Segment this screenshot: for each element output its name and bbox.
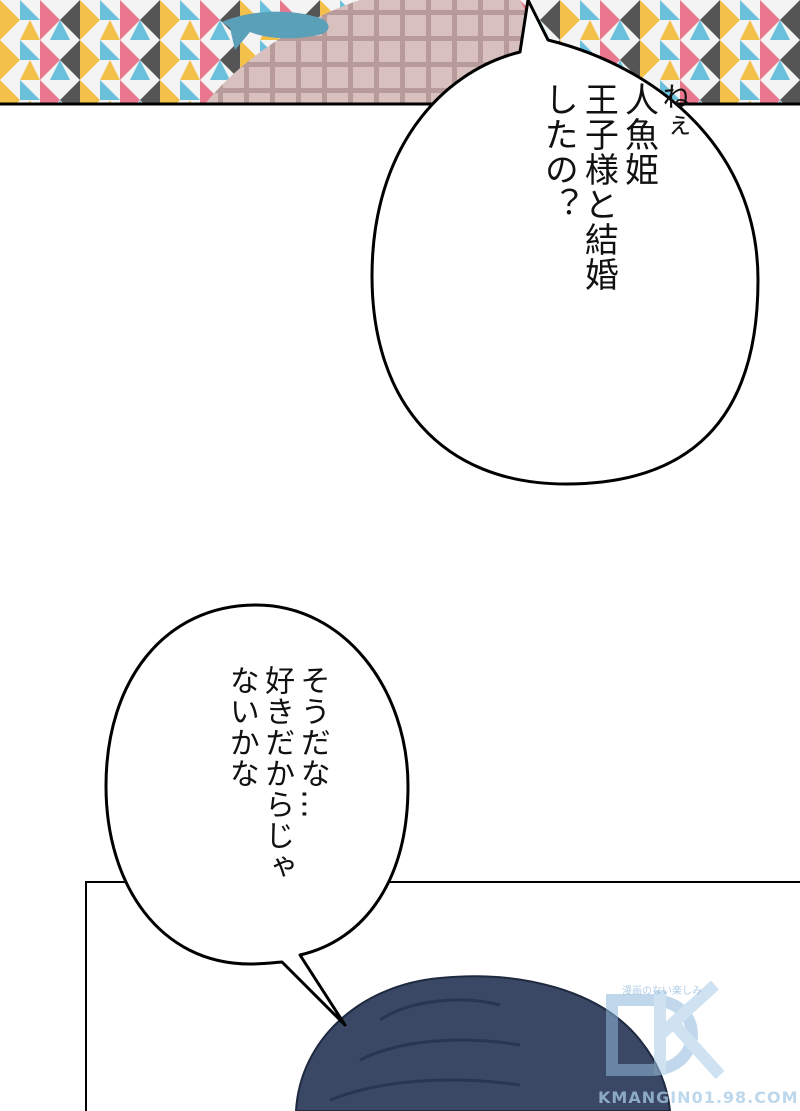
bubble-top-text: ねぇ人魚姫王子様と結婚したの？ bbox=[498, 82, 772, 442]
speech-bubble-top bbox=[370, 0, 760, 486]
fish-plush bbox=[222, 11, 329, 51]
bubble-top-line-4: したの？ bbox=[538, 82, 579, 222]
bubble-bottom-line-2: 好きだからじゃ bbox=[259, 665, 295, 882]
bubble-top-line-2: 人魚姫 bbox=[618, 82, 659, 187]
bubble-bottom-text: そうだな…好きだからじゃないかな bbox=[188, 665, 400, 925]
bubble-top-line-3: 王子様と結婚 bbox=[578, 82, 619, 292]
watermark-site: KMANGIN01.98.COM bbox=[598, 1088, 799, 1107]
watermark-tagline: 漫画のない楽しみ bbox=[622, 986, 702, 997]
bubble-top-line-1: ねぇ bbox=[658, 82, 692, 140]
bubble-bottom-line-1: そうだな… bbox=[294, 665, 330, 820]
speech-bubble-bottom bbox=[104, 603, 410, 1027]
bubble-bottom-line-3: ないかな bbox=[223, 665, 259, 789]
